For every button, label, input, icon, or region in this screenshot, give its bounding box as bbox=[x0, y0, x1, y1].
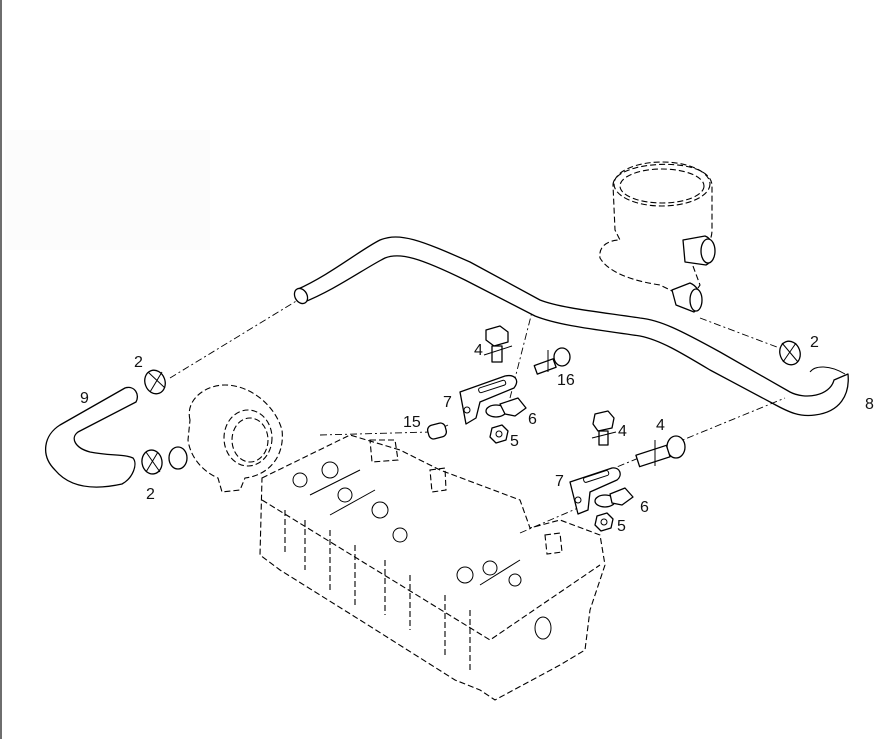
bolt-4[interactable] bbox=[483, 325, 513, 363]
callout-label: 6 bbox=[528, 411, 537, 428]
hose-clamp-2[interactable] bbox=[140, 448, 164, 475]
bolt-4[interactable] bbox=[635, 435, 686, 468]
nut-5[interactable] bbox=[489, 424, 509, 444]
pipe-8[interactable] bbox=[292, 236, 849, 417]
window-left-border bbox=[0, 0, 2, 739]
leader-line bbox=[169, 299, 299, 379]
callout-label: 2 bbox=[810, 334, 819, 351]
nut-5[interactable] bbox=[594, 512, 614, 532]
callout-label: 5 bbox=[510, 433, 519, 450]
cylinder-head[interactable] bbox=[259, 434, 606, 701]
bracket-7[interactable] bbox=[459, 374, 518, 425]
callout-label: 4 bbox=[656, 417, 665, 434]
callout-label: 4 bbox=[618, 423, 627, 440]
screw-16[interactable] bbox=[533, 347, 571, 375]
callout-label: 5 bbox=[617, 518, 626, 535]
callout-label: 9 bbox=[80, 390, 89, 407]
hose-clamp-2[interactable] bbox=[776, 338, 803, 367]
hose-clamp-2[interactable] bbox=[141, 367, 168, 396]
spacer-15[interactable] bbox=[426, 422, 448, 440]
pipe-clip-6[interactable] bbox=[485, 397, 527, 418]
bolt-4[interactable] bbox=[591, 410, 617, 446]
callout-label: 2 bbox=[146, 486, 155, 503]
callout-label: 7 bbox=[555, 473, 564, 490]
callout-label: 8 bbox=[865, 396, 874, 413]
faint-panel bbox=[5, 130, 210, 250]
callout-label: 6 bbox=[640, 499, 649, 516]
valve-housing[interactable] bbox=[168, 384, 283, 493]
pipe-clip-6[interactable] bbox=[594, 487, 634, 508]
breather-housing[interactable] bbox=[599, 161, 716, 313]
callout-label: 15 bbox=[403, 414, 421, 431]
hose-9[interactable] bbox=[45, 386, 139, 488]
callout-label: 16 bbox=[557, 372, 575, 389]
leader-line bbox=[319, 431, 431, 436]
callout-label: 2 bbox=[134, 354, 143, 371]
callout-label: 4 bbox=[474, 342, 483, 359]
leader-line bbox=[589, 397, 786, 479]
callout-label: 7 bbox=[443, 394, 452, 411]
leader-line bbox=[699, 317, 791, 353]
leader-line bbox=[519, 507, 579, 534]
bracket-7[interactable] bbox=[569, 467, 621, 515]
